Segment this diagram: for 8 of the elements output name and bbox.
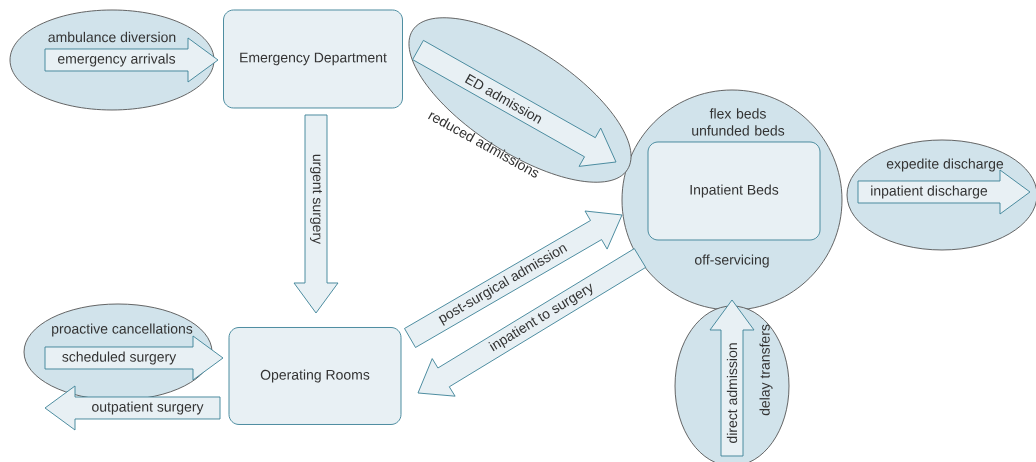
edge-label: inpatient discharge (869, 184, 989, 200)
edge-label: emergency arrivals (56, 52, 177, 68)
edge-label: outpatient surgery (90, 400, 205, 416)
process-box: Operating Rooms (228, 327, 402, 425)
edge-label: scheduled surgery (60, 350, 178, 366)
process-box: Inpatient Beds (647, 141, 821, 241)
process-box: Emergency Department (223, 9, 403, 109)
edge-label: urgent surgery (309, 152, 323, 246)
